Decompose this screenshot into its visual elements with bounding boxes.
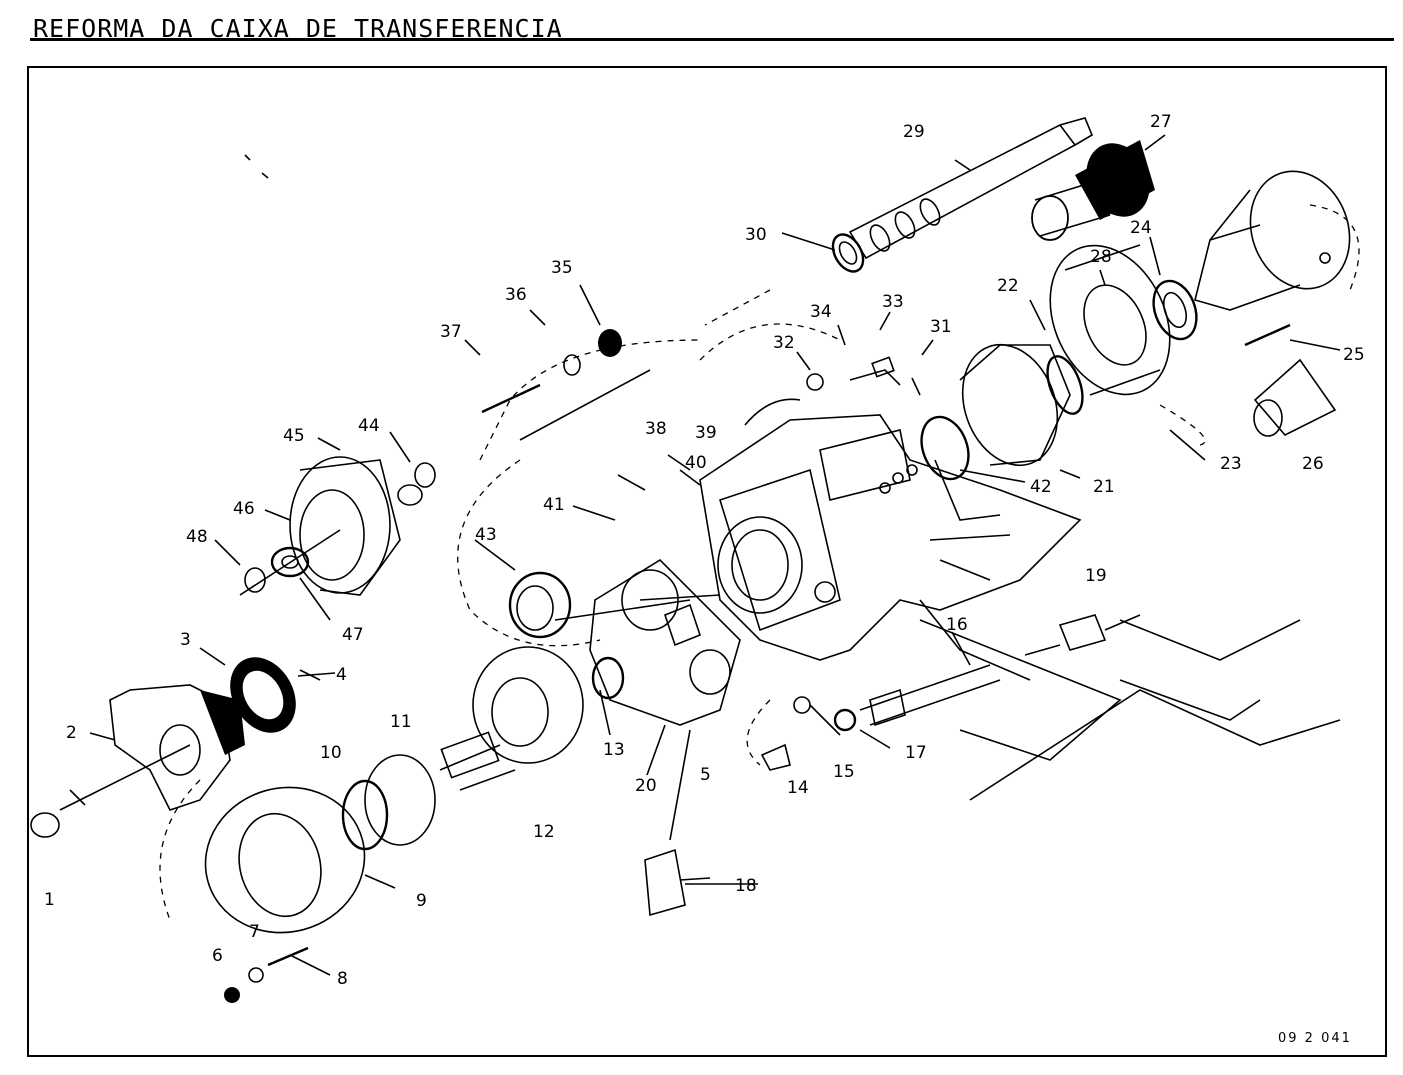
assembly-path xyxy=(479,339,701,461)
callout-25: 25 xyxy=(1343,345,1365,365)
callout-3: 3 xyxy=(180,630,191,650)
callout-41: 41 xyxy=(543,495,565,515)
callout-24: 24 xyxy=(1130,218,1152,238)
washer xyxy=(270,546,310,578)
callout-40: 40 xyxy=(685,453,707,473)
callout-27: 27 xyxy=(1150,112,1172,132)
callout-39: 39 xyxy=(695,423,717,443)
gear-dark xyxy=(1031,140,1155,241)
sensor xyxy=(1058,614,1107,651)
callout-36: 36 xyxy=(505,285,527,305)
callout-38: 38 xyxy=(645,419,667,439)
callout-12: 12 xyxy=(533,822,555,842)
retaining-ring xyxy=(920,415,970,481)
input-gear xyxy=(439,646,584,791)
stud xyxy=(267,946,309,967)
front-cover xyxy=(589,558,741,726)
callout-16: 16 xyxy=(946,615,968,635)
callout-42: 42 xyxy=(1030,477,1052,497)
gear-large xyxy=(289,456,401,596)
callout-32: 32 xyxy=(773,333,795,353)
pin xyxy=(1244,323,1291,347)
callout-21: 21 xyxy=(1093,477,1115,497)
callout-9: 9 xyxy=(416,891,427,911)
needle-bearing xyxy=(591,656,625,700)
assembly-path xyxy=(457,459,601,647)
callout-44: 44 xyxy=(358,416,380,436)
callout-7: 7 xyxy=(249,922,260,942)
callout-23: 23 xyxy=(1220,454,1242,474)
callout-35: 35 xyxy=(551,258,573,278)
bearing xyxy=(1152,279,1198,341)
diagram-frame xyxy=(27,66,1387,1057)
front-yoke-housing xyxy=(30,684,245,838)
callout-46: 46 xyxy=(233,499,255,519)
callout-47: 47 xyxy=(342,625,364,645)
callout-2: 2 xyxy=(66,723,77,743)
callout-29: 29 xyxy=(903,122,925,142)
output-housing xyxy=(1194,170,1360,311)
callout-17: 17 xyxy=(905,743,927,763)
callout-26: 26 xyxy=(1302,454,1324,474)
callout-45: 45 xyxy=(283,426,305,446)
drain-plug xyxy=(644,848,686,917)
leader-lines xyxy=(89,134,1341,976)
snap-ring xyxy=(244,567,266,593)
callout-1: 1 xyxy=(44,890,55,910)
callout-48: 48 xyxy=(186,527,208,547)
callout-6: 6 xyxy=(212,946,223,966)
callout-15: 15 xyxy=(833,762,855,782)
callout-31: 31 xyxy=(930,317,952,337)
hub-flange xyxy=(1049,244,1206,446)
callout-14: 14 xyxy=(787,778,809,798)
callout-22: 22 xyxy=(997,276,1019,296)
shift-pin xyxy=(481,383,541,414)
callout-5: 5 xyxy=(700,765,711,785)
title-underline xyxy=(30,38,1394,41)
callout-8: 8 xyxy=(337,969,348,989)
callout-labels: 29 27 30 24 28 22 25 23 26 21 42 34 33 3… xyxy=(44,112,1365,989)
bearing xyxy=(508,571,572,639)
callout-43: 43 xyxy=(475,525,497,545)
callout-37: 37 xyxy=(440,322,462,342)
companion-flange xyxy=(159,779,366,934)
assembly-linework xyxy=(30,117,1360,1003)
callout-10: 10 xyxy=(320,743,342,763)
callout-18: 18 xyxy=(735,876,757,896)
bearing xyxy=(341,779,389,851)
callout-28: 28 xyxy=(1090,247,1112,267)
sleeve xyxy=(1253,358,1337,436)
callout-13: 13 xyxy=(603,740,625,760)
drawing-reference-code: 09 2 041 xyxy=(1278,1031,1352,1046)
callout-20: 20 xyxy=(635,776,657,796)
callout-33: 33 xyxy=(882,292,904,312)
callout-11: 11 xyxy=(390,712,412,732)
callout-34: 34 xyxy=(810,302,832,322)
transfer-case-body xyxy=(699,414,1082,661)
callout-30: 30 xyxy=(745,225,767,245)
callout-19: 19 xyxy=(1085,566,1107,586)
seal-ring xyxy=(831,233,865,273)
callout-4: 4 xyxy=(336,665,347,685)
gear-cluster xyxy=(959,343,1084,467)
